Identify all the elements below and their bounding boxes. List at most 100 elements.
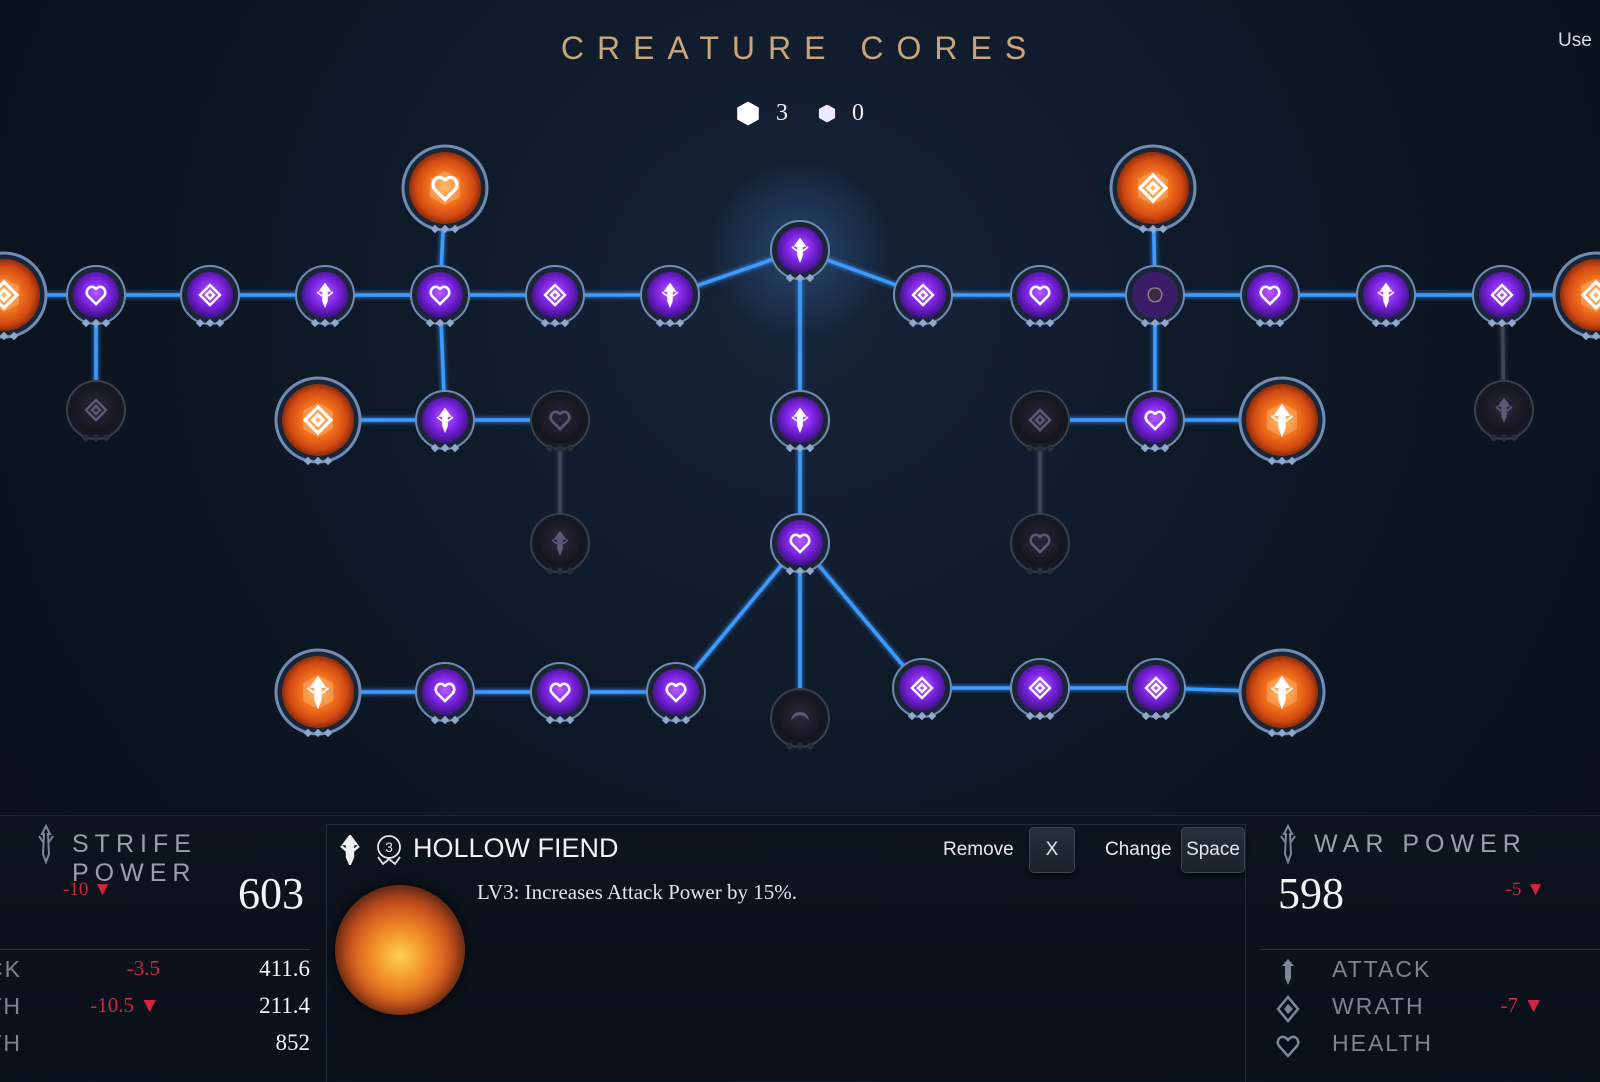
attack-icon [1270, 403, 1294, 438]
node-pip [195, 318, 205, 328]
page-title: CREATURE CORES [560, 30, 1040, 66]
core-node-right-edge[interactable] [1552, 251, 1600, 341]
bottom-panel: STRIFE POWER -10 ▼ 603 ATTACK -3.5 411.6… [0, 815, 1600, 1082]
core-level-text: 3 [385, 839, 393, 855]
core-node-b-3[interactable] [646, 662, 706, 725]
core-node-dark-5[interactable] [1010, 513, 1070, 576]
core-node-r1-9[interactable] [1010, 265, 1070, 328]
selected-core-panel: 3 HOLLOW FIEND LV3: Increases Attack Pow… [326, 824, 1246, 1082]
stat-label: HEALTH [0, 1030, 22, 1056]
core-node-top-orange-1[interactable] [401, 144, 489, 234]
attack-icon [791, 407, 809, 434]
stat-label: HEALTH [1332, 1030, 1434, 1056]
core-node-r1-1[interactable] [66, 265, 126, 328]
attack-icon [306, 675, 330, 710]
node-pip [0, 331, 9, 341]
spiral-icon [910, 676, 934, 700]
core-node-r1-13[interactable] [1472, 265, 1532, 328]
node-core [653, 669, 699, 715]
node-core [1017, 520, 1063, 566]
node-core [0, 259, 40, 331]
currency-bar: 3 0 [0, 100, 1600, 127]
core-node-r2-1[interactable] [415, 390, 475, 453]
core-node-r1-5[interactable] [525, 265, 585, 328]
node-core [417, 272, 463, 318]
attack-icon [340, 835, 360, 865]
core-node-dark-6[interactable] [1474, 380, 1534, 443]
attack-icon [436, 407, 454, 434]
node-pip [435, 318, 445, 328]
top-right-hint: Use [1558, 30, 1592, 51]
stat-delta: -7 ▼ [1500, 993, 1544, 1017]
core-node-r1-4[interactable] [410, 265, 470, 328]
divider [0, 949, 310, 950]
core-node-orange-mid-right[interactable] [1238, 376, 1326, 466]
core-node-left-edge[interactable] [0, 251, 48, 341]
stat-delta: -10.5 ▼ [90, 993, 160, 1017]
core-node-r1-2[interactable] [180, 265, 240, 328]
war-stat-row: HEALTH [1260, 1030, 1600, 1066]
core-node-b-5[interactable] [1010, 658, 1070, 721]
heart-icon [789, 533, 811, 554]
core-name: HOLLOW FIEND [413, 833, 619, 863]
node-pip [9, 331, 19, 341]
core-node-b-1[interactable] [415, 662, 475, 725]
heart-icon [429, 285, 451, 306]
node-core [409, 152, 481, 224]
heart-icon [1029, 285, 1051, 306]
spiral-icon [1137, 172, 1169, 204]
strife-power-value: 603 [238, 869, 304, 918]
node-core [1017, 272, 1063, 318]
node-core [73, 387, 119, 433]
node-core [422, 669, 468, 715]
core-node-dark-2[interactable] [530, 390, 590, 453]
core-node-center-low[interactable] [770, 513, 830, 576]
core-node-dark-center-bottom[interactable] [770, 688, 830, 751]
node-core [537, 397, 583, 443]
heart-icon [549, 410, 571, 431]
core-node-b-4[interactable] [892, 658, 952, 721]
divider [1260, 949, 1600, 950]
spiral-icon [911, 283, 935, 307]
war-power-delta: -5 ▼ [1505, 879, 1545, 900]
core-node-r1-6[interactable] [640, 265, 700, 328]
core-node-orange-bot-left[interactable] [274, 648, 362, 738]
core-node-r1-10[interactable] [1125, 265, 1185, 328]
node-pip [430, 224, 440, 234]
core-node-top-orange-2[interactable] [1109, 144, 1197, 234]
core-node-r2-2[interactable] [1125, 390, 1185, 453]
war-power-value: 598 [1278, 869, 1344, 918]
core-node-r1-11[interactable] [1240, 265, 1300, 328]
node-pip [320, 318, 330, 328]
core-node-b-2[interactable] [530, 662, 590, 725]
war-power-title: WAR POWER [1314, 830, 1527, 858]
core-node-center-top[interactable] [770, 220, 830, 283]
core-node-dark-4[interactable] [1010, 390, 1070, 453]
core-node-dark-1[interactable] [66, 380, 126, 443]
node-pip [445, 318, 455, 328]
core-node-r1-3[interactable] [295, 265, 355, 328]
node-core [73, 272, 119, 318]
heart-icon [1259, 285, 1281, 306]
core-level-badge: 3 [377, 835, 401, 866]
remove-key-button[interactable]: X [1029, 827, 1075, 873]
strife-stat-row: ATTACK -3.5 411.6 [0, 956, 310, 992]
node-core [187, 272, 233, 318]
core-node-r1-8[interactable] [893, 265, 953, 328]
core-node-b-6[interactable] [1126, 658, 1186, 721]
orange-core-count: 3 [736, 100, 788, 127]
core-node-dark-3[interactable] [530, 513, 590, 576]
war-stat-row: WRATH -7 ▼ [1260, 993, 1600, 1029]
node-core [1133, 665, 1179, 711]
core-node-center-mid[interactable] [770, 390, 830, 453]
node-pip [303, 456, 313, 466]
change-key-button[interactable]: Space [1181, 827, 1245, 873]
spiral-icon [84, 398, 108, 422]
core-node-orange-mid-left[interactable] [274, 376, 362, 466]
heart-icon [665, 682, 687, 703]
core-node-orange-bot-right[interactable] [1238, 648, 1326, 738]
node-pip [430, 443, 440, 453]
purple-core-icon [818, 104, 836, 123]
core-node-r1-12[interactable] [1356, 265, 1416, 328]
